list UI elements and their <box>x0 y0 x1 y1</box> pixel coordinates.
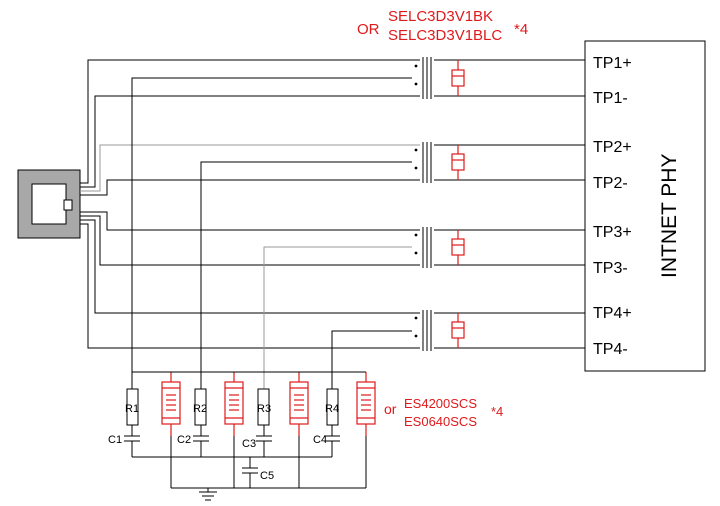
phy-pin-tp1n: TP1- <box>593 90 628 107</box>
tvs-diode-3 <box>451 230 465 265</box>
line-side-wires <box>80 59 420 349</box>
tvs-part-2-label: SELC3D3V1BLC <box>388 27 502 44</box>
gdt-1 <box>161 372 181 488</box>
gdt-3 <box>289 372 309 488</box>
tvs-diode-1 <box>451 60 465 96</box>
phy-pin-tp4n: TP4- <box>593 341 628 358</box>
rj45-connector <box>17 169 81 239</box>
transformer-4 <box>414 310 432 351</box>
gdt-count-label: *4 <box>491 404 503 419</box>
phy-block: INTNET PHY TP1+ TP1- TP2+ TP2- TP3+ TP3-… <box>584 40 706 372</box>
phy-pin-tp2p: TP2+ <box>593 139 632 156</box>
gdt-4 <box>356 372 376 488</box>
ground-icon <box>199 491 217 501</box>
phy-pin-tp2n: TP2- <box>593 175 628 192</box>
phy-side-wires <box>434 59 585 349</box>
capacitor-label: C2 <box>177 434 191 446</box>
capacitor-c5: C5 <box>242 467 274 488</box>
center-tap-wires <box>131 77 412 389</box>
resistor-r4: R4 <box>325 388 339 436</box>
phy-pin-tp3p: TP3+ <box>593 224 632 241</box>
capacitor-label: C3 <box>242 438 256 450</box>
resistor-label: R1 <box>125 403 139 415</box>
ground-bus <box>171 487 366 492</box>
gdt-or-label: or <box>384 401 397 417</box>
capacitor-label: C1 <box>108 434 122 446</box>
transformer-2 <box>414 142 432 183</box>
capacitor-c4: C4 <box>313 434 340 457</box>
tvs-diode-4 <box>451 313 465 348</box>
gdt-part-1-label: ES4200SCS <box>404 396 477 411</box>
phy-pin-tp1p: TP1+ <box>593 55 632 72</box>
capacitor-label: C5 <box>260 470 274 482</box>
resistor-label: R2 <box>193 403 207 415</box>
resistor-r2: R2 <box>193 388 207 436</box>
resistor-label: R3 <box>257 403 271 415</box>
capacitor-label: C4 <box>313 434 327 446</box>
phy-pin-tp3n: TP3- <box>593 260 628 277</box>
resistor-r3: R3 <box>257 388 271 436</box>
phy-pin-tp4p: TP4+ <box>593 305 632 322</box>
capacitor-c3: C3 <box>242 435 272 457</box>
capacitor-c1: C1 <box>108 434 140 457</box>
tvs-diode-2 <box>451 145 465 180</box>
resistor-r1: R1 <box>125 388 139 436</box>
transformer-3 <box>414 227 432 268</box>
gdt-part-2-label: ES0640SCS <box>404 414 477 429</box>
tvs-count-label: *4 <box>514 21 528 38</box>
rc-common-bus <box>132 456 332 468</box>
resistor-label: R4 <box>325 403 339 415</box>
tvs-or-label: OR <box>357 21 380 38</box>
gdt-2 <box>224 372 244 488</box>
transformer-1 <box>414 57 432 99</box>
phy-label: INTNET PHY <box>658 154 681 278</box>
capacitor-c2: C2 <box>177 434 209 457</box>
tvs-part-1-label: SELC3D3V1BK <box>388 8 493 25</box>
